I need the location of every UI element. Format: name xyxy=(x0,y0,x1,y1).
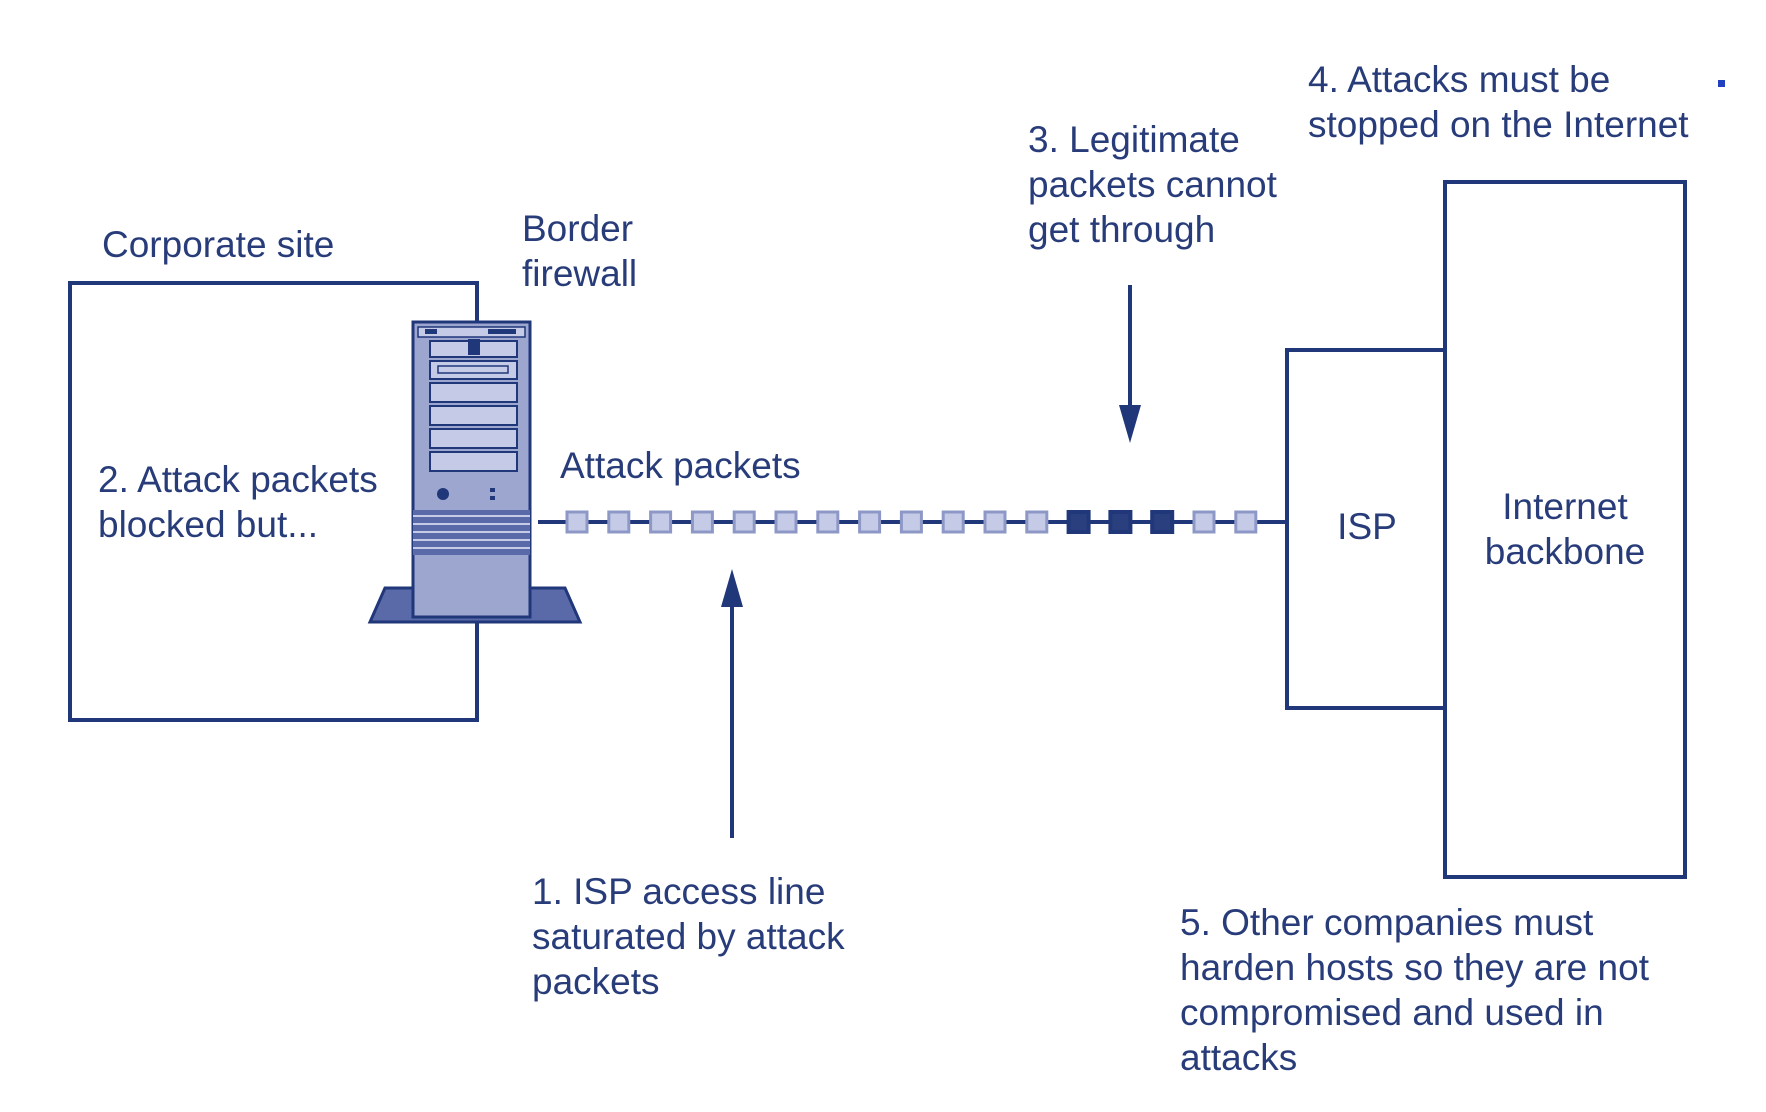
packet-stream xyxy=(565,510,1258,534)
server-tower-icon xyxy=(367,320,583,624)
isp-box xyxy=(1285,348,1447,710)
corporate-site-label: Corporate site xyxy=(102,224,335,265)
step-5-label: 5. Other companies must harden hosts so … xyxy=(1180,902,1649,1078)
attack-packet xyxy=(649,510,673,534)
corner-marker xyxy=(1718,80,1725,87)
arrow-up-icon xyxy=(721,569,743,838)
attack-packet xyxy=(1025,510,1049,534)
step-4-label: 4. Attacks must be stopped on the Intern… xyxy=(1308,59,1689,145)
attack-packet xyxy=(774,510,798,534)
step-1-label: 1. ISP access line saturated by attack p… xyxy=(532,871,845,1002)
attack-packets-label: Attack packets xyxy=(560,445,801,486)
border-firewall-label: Border firewall xyxy=(522,208,638,294)
attack-packet xyxy=(816,510,840,534)
attack-packet xyxy=(607,510,631,534)
arrow-down-icon xyxy=(1119,285,1141,443)
isp-label: ISP xyxy=(1337,506,1397,547)
attack-packet xyxy=(941,510,965,534)
attack-packet xyxy=(983,510,1007,534)
attack-packet xyxy=(1192,510,1216,534)
legitimate-packet xyxy=(1108,510,1133,534)
attack-packet xyxy=(565,510,589,534)
internet-backbone-label: Internet backbone xyxy=(1484,486,1646,572)
legitimate-packet xyxy=(1066,510,1091,534)
attack-packet xyxy=(858,510,882,534)
attack-packet xyxy=(732,510,756,534)
attack-packet xyxy=(1234,510,1258,534)
attack-packet xyxy=(899,510,923,534)
step-2-label: 2. Attack packets blocked but... xyxy=(98,459,378,545)
attack-packet xyxy=(690,510,714,534)
step-3-label: 3. Legitimate packets cannot get through xyxy=(1028,119,1277,250)
internet-backbone-box xyxy=(1443,180,1687,879)
legitimate-packet xyxy=(1150,510,1175,534)
